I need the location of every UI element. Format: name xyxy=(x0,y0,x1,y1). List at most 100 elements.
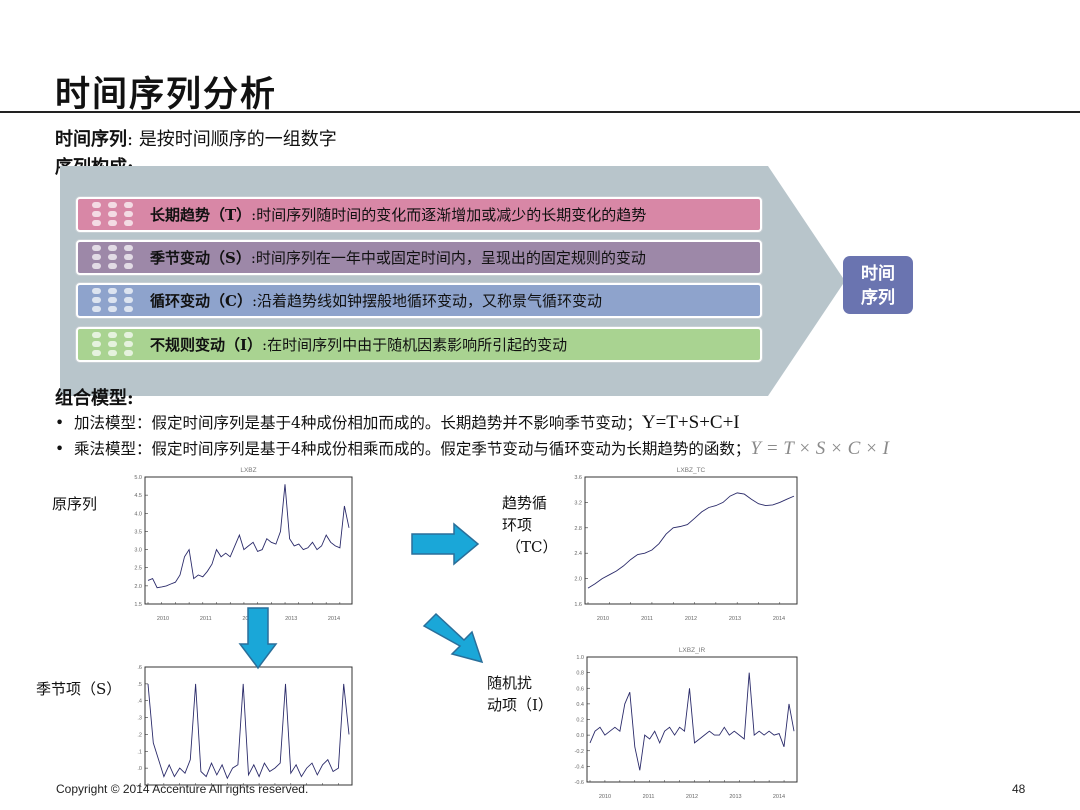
arrow-right-icon xyxy=(411,522,480,566)
bullet-multiplicative: • 乘法模型：假定时间序列是基于4种成份相乘而成的。假定季节变动与循环变动为长期… xyxy=(55,437,889,460)
x-tick-label: 2011 xyxy=(200,616,212,622)
chart-svg: -.1 .0 .1 .2 .3 .4 .5 .6 xyxy=(136,665,353,789)
x-tick-label: 2013 xyxy=(285,616,297,622)
dots-icon xyxy=(92,331,144,359)
y-tick-label: .0 xyxy=(137,766,142,772)
y-tick-label: 3.5 xyxy=(134,529,142,535)
x-tick-label: 2011 xyxy=(641,616,653,622)
model-label: 组合模型: xyxy=(55,388,134,409)
y-tick-label: 0.6 xyxy=(576,686,584,692)
multiplicative-formula: Y = T × S × C × I xyxy=(750,438,889,459)
y-tick-label: 2.5 xyxy=(134,566,142,572)
bullet-additive: • 加法模型：假定时间序列是基于4种成份相加而成的。长期趋势并不影响季节变动；Y… xyxy=(55,411,740,434)
dots-icon xyxy=(92,201,144,229)
chart-original: LXBZ1.52.02.53.03.54.04.55.0201020112012… xyxy=(134,467,353,628)
page-title: 时间序列分析 xyxy=(55,74,278,115)
y-tick-label: -.1 xyxy=(136,783,142,789)
bullet-dot: • xyxy=(55,414,74,432)
y-tick-label: -0.2 xyxy=(575,749,584,755)
bullet-dot: • xyxy=(55,440,74,458)
time-series-line-1: 时间 xyxy=(861,264,895,284)
arrow-down-icon xyxy=(238,607,278,670)
y-tick-label: 3.6 xyxy=(574,475,582,481)
label-seasonal: 季节项（S） xyxy=(36,680,122,698)
x-tick-label: 2014 xyxy=(773,794,785,800)
chart-irregular: LXBZ_IR -0.6 -0.4 -0.2 0.0 0.2 0.4 0.6 0.8 1.0 201… xyxy=(575,647,798,806)
y-tick-label: 2.4 xyxy=(574,551,582,557)
component-name: 季节变动（S） xyxy=(150,249,251,267)
definition-line: 时间序列: 是按时间顺序的一组数字 xyxy=(55,125,337,151)
chart-title: LXBZ_TC xyxy=(677,467,706,474)
y-tick-label: .5 xyxy=(137,682,142,688)
x-tick-label: 2012 xyxy=(685,616,697,622)
y-tick-label: 5.0 xyxy=(134,475,142,481)
y-tick-label: 3.2 xyxy=(574,500,582,506)
y-tick-label: .6 xyxy=(137,665,142,671)
series-line xyxy=(589,672,795,771)
component-name: 不规则变动（I） xyxy=(150,336,263,354)
x-tick-label: 2014 xyxy=(773,616,785,622)
component-row-cyclical: 循环变动（C）:沿着趋势线如钟摆般地循环变动，又称景气循环变动 xyxy=(76,283,762,318)
y-tick-label: 0.4 xyxy=(576,702,584,708)
y-tick-label: 3.0 xyxy=(134,548,142,554)
component-desc: :沿着趋势线如钟摆般地循环变动，又称景气循环变动 xyxy=(251,292,603,310)
x-tick-label: 2010 xyxy=(597,616,609,622)
y-tick-label: 0.8 xyxy=(576,671,584,677)
y-tick-label: -0.6 xyxy=(575,780,584,786)
component-desc: :时间序列随时间的变化而逐渐增加或减少的长期变化的趋势 xyxy=(251,206,647,224)
y-tick-label: 0.0 xyxy=(576,733,584,739)
y-tick-label: 4.0 xyxy=(134,511,142,517)
component-row-seasonal: 季节变动（S）:时间序列在一年中或固定时间内，呈现出的固定规则的变动 xyxy=(76,240,762,275)
y-tick-label: .2 xyxy=(137,732,142,738)
copyright-text: Copyright © 2014 Accenture All rights re… xyxy=(56,782,309,796)
label-irregular-line-2: 动项（I） xyxy=(487,696,553,714)
x-tick-label: 2010 xyxy=(599,794,611,800)
definition-text: 是按时间顺序的一组数字 xyxy=(138,129,337,150)
page-number: 48 xyxy=(1012,782,1026,796)
component-name: 循环变动（C） xyxy=(150,292,252,310)
x-tick-label: 2012 xyxy=(686,794,698,800)
y-tick-label: -0.4 xyxy=(575,764,584,770)
y-tick-label: 0.2 xyxy=(576,718,584,724)
y-tick-label: .3 xyxy=(137,716,142,722)
dots-icon xyxy=(92,244,144,272)
label-trend-line-1: 趋势循 xyxy=(502,494,548,512)
y-tick-label: 1.0 xyxy=(576,655,584,661)
component-desc: :时间序列在一年中或固定时间内，呈现出的固定规则的变动 xyxy=(250,249,646,267)
series-line xyxy=(147,484,350,589)
y-tick-label: .4 xyxy=(137,699,142,705)
chart-title: LXBZ_IR xyxy=(679,647,706,654)
dots-icon xyxy=(92,287,144,315)
label-trend: 趋势循 环项 （TC） xyxy=(502,492,557,558)
component-row-irregular: 不规则变动（I）:在时间序列中由于随机因素影响所引起的变动 xyxy=(76,327,762,362)
definition-sep: : xyxy=(127,129,134,150)
label-trend-line-2: 环项 xyxy=(502,516,533,534)
y-tick-label: 4.5 xyxy=(134,493,142,499)
y-tick-label: .1 xyxy=(137,749,142,755)
additive-formula: Y=T+S+C+I xyxy=(641,412,740,433)
label-trend-line-3: （TC） xyxy=(506,538,558,556)
label-irregular-line-1: 随机扰 xyxy=(487,674,533,692)
x-tick-label: 2013 xyxy=(729,616,741,622)
y-tick-label: 2.8 xyxy=(574,526,582,532)
bullet-text: 加法模型：假定时间序列是基于4种成份相加而成的。长期趋势并不影响季节变动； xyxy=(74,414,642,432)
y-tick-label: 1.5 xyxy=(134,602,142,608)
chart-seasonal: -.1 .0 .1 .2 .3 .4 .5 .6 xyxy=(136,665,353,809)
component-desc: :在时间序列中由于随机因素影响所引起的变动 xyxy=(262,336,568,354)
y-tick-label: 2.0 xyxy=(574,577,582,583)
label-irregular: 随机扰 动项（I） xyxy=(487,672,553,716)
chart-svg: LXBZ_IR -0.6 -0.4 -0.2 0.0 0.2 0.4 0.6 0.8 1.0 201… xyxy=(575,647,798,800)
x-tick-label: 2013 xyxy=(729,794,741,800)
label-original: 原序列 xyxy=(52,495,98,513)
chart-frame xyxy=(144,476,353,605)
arrow-diagonal-icon xyxy=(422,612,484,664)
series-line xyxy=(147,683,350,780)
y-tick-label: 2.0 xyxy=(134,584,142,590)
x-tick-label: 2014 xyxy=(328,616,340,622)
x-tick-label: 2010 xyxy=(157,616,169,622)
title-divider xyxy=(0,111,1080,113)
time-series-box: 时间 序列 xyxy=(843,256,913,314)
component-name: 长期趋势（T） xyxy=(150,206,252,224)
